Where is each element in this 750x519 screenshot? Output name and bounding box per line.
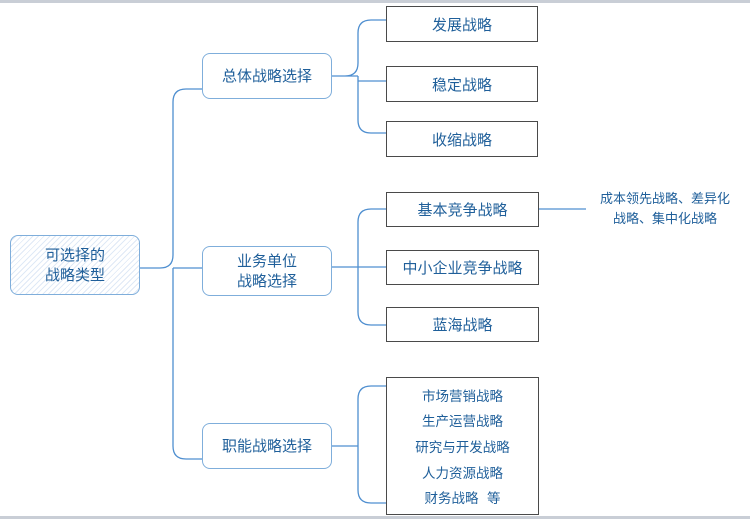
leaf-stability: 稳定战略	[386, 66, 538, 102]
root-node: 可选择的 战略类型	[10, 235, 140, 295]
root-connector	[140, 88, 202, 460]
list-item: 研究与开发战略	[415, 439, 510, 456]
root-line-1: 可选择的	[44, 246, 105, 264]
list-item: 生产运营战略	[422, 414, 503, 431]
list-item: 人力资源战略	[422, 465, 503, 482]
overall-bracket	[332, 19, 386, 134]
category-business-line-1: 业务单位	[236, 252, 297, 270]
note-line-1: 成本领先战略、差异化	[599, 192, 730, 207]
leaf-development: 发展战略	[386, 6, 538, 42]
category-functional-label: 职能战略选择	[221, 437, 312, 455]
functional-strategies-list: 市场营销战略 生产运营战略 研究与开发战略 人力资源战略 财务战略 等	[386, 377, 539, 515]
category-business: 业务单位 战略选择	[202, 246, 332, 296]
top-border	[0, 0, 750, 3]
list-item: 财务战略 等	[424, 491, 501, 508]
category-overall: 总体战略选择	[202, 53, 332, 99]
business-bracket	[332, 208, 386, 326]
category-overall-label: 总体战略选择	[221, 67, 312, 85]
leaf-sme-competition: 中小企业竞争战略	[386, 250, 539, 285]
note-line-2: 战略、集中化战略	[612, 212, 717, 227]
leaf-retrenchment: 收缩战略	[386, 121, 538, 157]
functional-bracket	[332, 385, 386, 504]
list-item: 市场营销战略	[422, 388, 503, 405]
category-business-line-2: 战略选择	[236, 272, 297, 290]
basic-competition-note: 成本领先战略、差异化 战略、集中化战略	[580, 190, 750, 230]
root-line-2: 战略类型	[44, 266, 105, 284]
leaf-blue-ocean: 蓝海战略	[386, 307, 539, 342]
leaf-basic-competition: 基本竞争战略	[386, 192, 539, 227]
category-functional: 职能战略选择	[202, 423, 332, 469]
bottom-border	[0, 516, 750, 519]
